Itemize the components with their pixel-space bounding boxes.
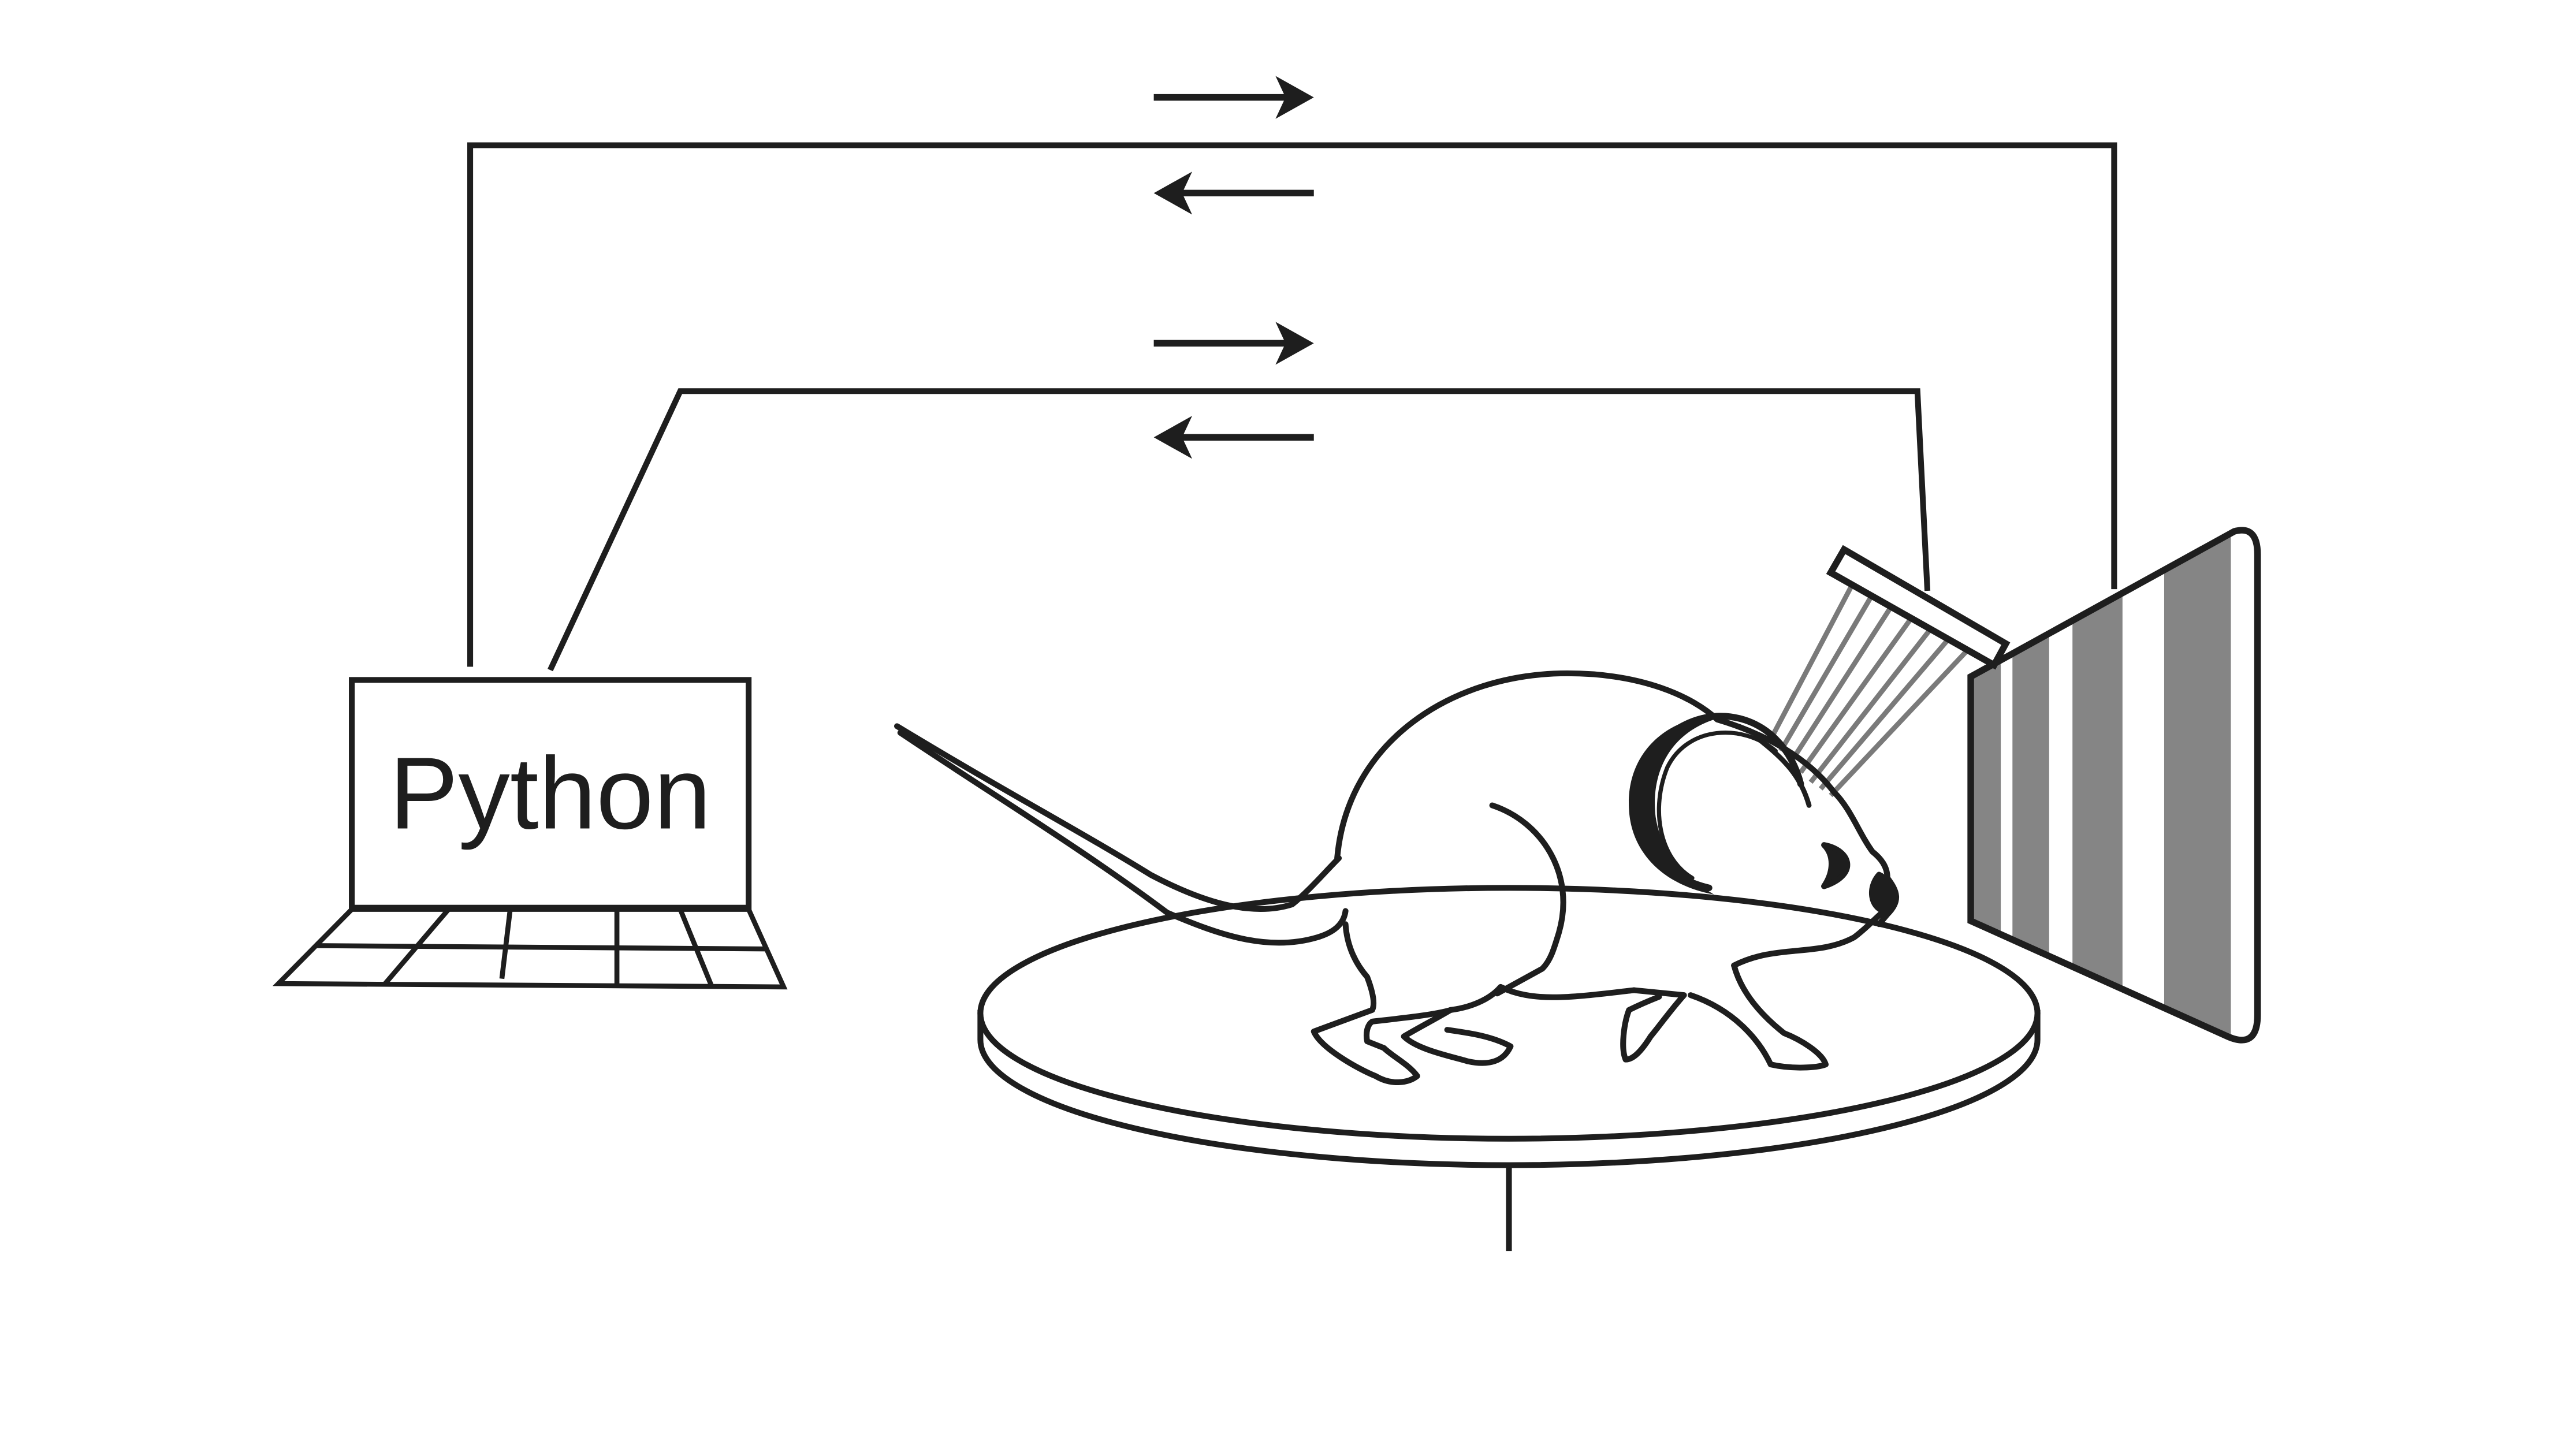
arrow-left-icon	[1153, 172, 1314, 215]
mouse-tail	[894, 723, 1342, 912]
laptop-screen	[349, 677, 752, 911]
mouse-icon	[894, 670, 1900, 1085]
arrow-right-icon	[1153, 322, 1314, 365]
inner-cable	[548, 388, 1931, 672]
arrow-left-icon	[1153, 416, 1314, 459]
sensor-beams	[1768, 586, 1970, 798]
head-sensor-icon	[1768, 545, 2011, 798]
mouse-eye	[1821, 842, 1851, 889]
mouse-nose	[1868, 871, 1894, 914]
mouse-ear-fill	[1629, 716, 1726, 895]
outer-cable	[467, 142, 2117, 667]
laptop-label: Python	[389, 736, 711, 850]
mouse-body	[1334, 670, 1721, 861]
laptop-keyboard	[272, 907, 788, 990]
mouse-head	[1714, 716, 1890, 881]
treadmill-wheel-icon	[977, 885, 2041, 1251]
laptop-icon	[272, 677, 788, 990]
arrow-right-icon	[1153, 76, 1314, 119]
